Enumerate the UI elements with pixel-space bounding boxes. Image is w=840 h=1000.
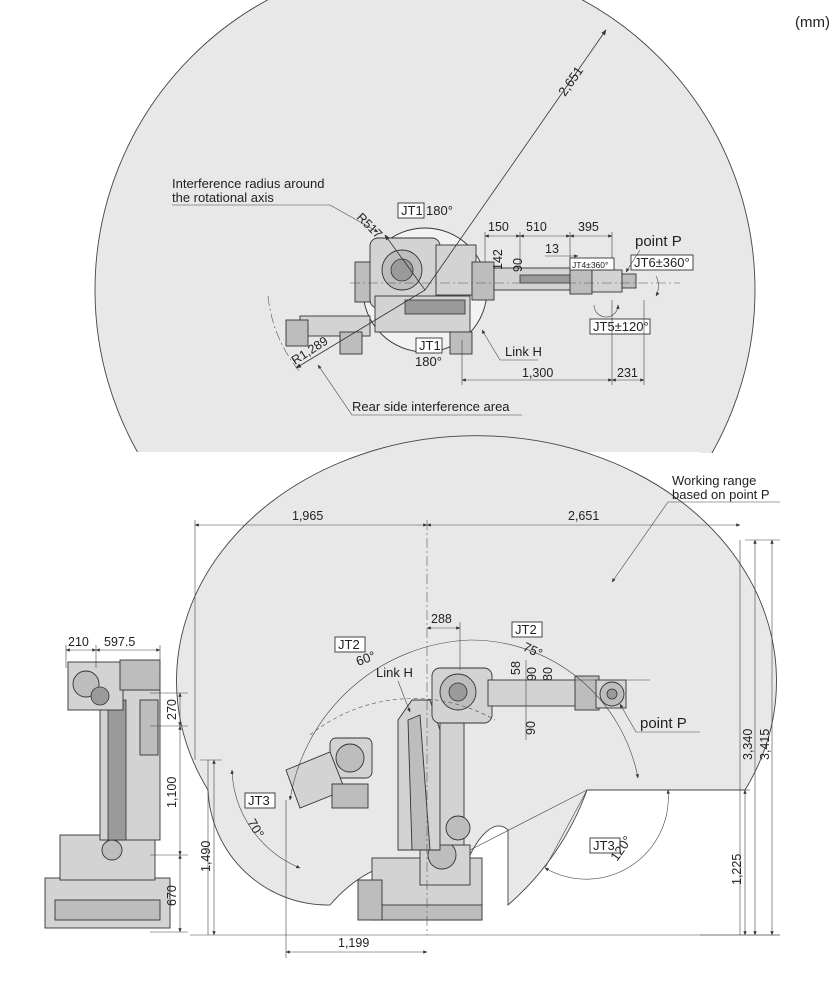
side-rear-pose (285, 737, 373, 809)
front-dim-670: 670 (165, 885, 179, 906)
side-working-range-line2: based on point P (672, 487, 770, 502)
side-dim-3340: 3,340 (741, 729, 755, 760)
top-robot-silhouette (285, 237, 637, 355)
side-dim-1199: 1,199 (338, 936, 369, 950)
side-jt2-rear-angle: 60° (354, 648, 378, 669)
top-dim-13: 13 (545, 242, 559, 256)
top-view: 2,651 R517 R1,289 Interference radius ar… (94, 0, 756, 454)
front-dim-5975: 597.5 (104, 635, 135, 649)
top-dim-510: 510 (526, 220, 547, 234)
top-dim-150: 150 (488, 220, 509, 234)
side-dim-2651: 2,651 (568, 509, 599, 523)
side-dim-1490: 1,490 (199, 841, 213, 872)
top-jt1-label: JT1 (401, 203, 423, 218)
side-dim-58: 58 (509, 661, 523, 675)
top-rear-arc (267, 295, 301, 373)
unit-label: (mm) (795, 14, 830, 31)
top-jt6-range: JT6±360° (634, 255, 690, 270)
front-dim-1100: 1,100 (165, 777, 179, 808)
side-dim-80: 80 (541, 667, 555, 681)
front-view: 210 597.5 270 1,100 670 (44, 635, 188, 933)
top-jt5-range: JT5±120° (593, 319, 649, 334)
side-dim-90b: 90 (524, 721, 538, 735)
front-dim-210: 210 (68, 635, 89, 649)
top-rear-area-label: Rear side interference area (352, 399, 510, 414)
front-dim-270: 270 (165, 699, 179, 720)
side-dim-90a: 90 (525, 667, 539, 681)
top-interference-callout-line2: the rotational axis (172, 190, 274, 205)
top-dim-395: 395 (578, 220, 599, 234)
top-jt1-top-angle: 180° (426, 203, 453, 218)
top-jt4-range: JT4±360° (572, 260, 608, 270)
top-jt1-bottom-angle: 180° (415, 354, 442, 369)
side-jt2-label-rear: JT2 (338, 637, 360, 652)
top-link-h: Link H (505, 344, 542, 359)
side-point-p: point P (640, 715, 687, 732)
top-interference-callout-line1: Interference radius around (172, 176, 324, 191)
side-jt3-label-left: JT3 (248, 793, 270, 808)
side-jt2-label-front: JT2 (515, 622, 537, 637)
top-jt1-label-bottom: JT1 (419, 338, 441, 353)
side-dim-1225: 1,225 (730, 854, 744, 885)
side-working-range-line1: Working range (672, 473, 756, 488)
side-view: 1,965 2,651 Working range based on point… (176, 435, 780, 958)
top-point-p: point P (635, 233, 682, 250)
side-dim-3415: 3,415 (758, 729, 772, 760)
top-dim-90: 90 (511, 258, 525, 272)
side-link-h: Link H (376, 665, 413, 680)
front-robot-silhouette (44, 659, 171, 929)
top-dim-1300: 1,300 (522, 366, 553, 380)
top-working-range-zone (94, 0, 756, 453)
side-dim-288: 288 (431, 612, 452, 626)
side-dim-1965: 1,965 (292, 509, 323, 523)
top-dim-142: 142 (491, 249, 505, 270)
top-dim-231: 231 (617, 366, 638, 380)
